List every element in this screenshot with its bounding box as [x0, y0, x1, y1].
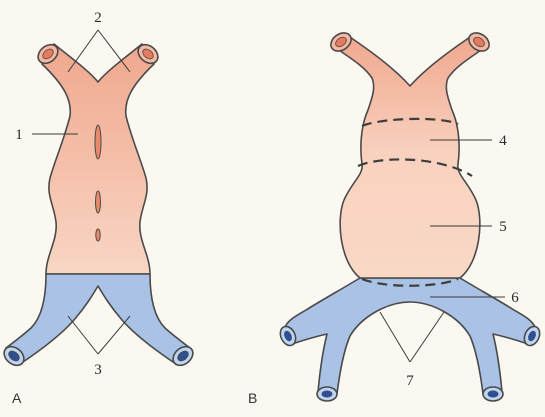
leader-3-right	[98, 316, 130, 354]
panel-label-a: A	[12, 390, 22, 406]
panel-a-heart-tube	[0, 41, 196, 369]
label-5: 5	[499, 219, 507, 235]
fusion-gap-3	[96, 229, 100, 241]
venous-opening-b-3-lumen	[488, 391, 499, 398]
label-7: 7	[406, 373, 414, 389]
fusion-gap-2	[96, 191, 101, 213]
leader-3-left	[68, 316, 98, 354]
label-6: 6	[511, 290, 519, 306]
venous-opening-b-2-lumen	[322, 391, 333, 398]
label-4: 4	[499, 133, 507, 149]
panel-label-b: B	[248, 390, 257, 406]
label-2: 2	[94, 10, 102, 26]
label-3: 3	[94, 362, 102, 378]
heart-tube-a-venous	[6, 274, 190, 364]
leader-7-right	[410, 312, 444, 362]
panel-b-heart	[277, 29, 542, 401]
leader-7-left	[380, 312, 410, 362]
heart-b-pink	[336, 35, 484, 278]
label-1: 1	[15, 127, 23, 143]
fusion-gap-1	[95, 125, 101, 159]
leader-2-left	[68, 30, 98, 72]
